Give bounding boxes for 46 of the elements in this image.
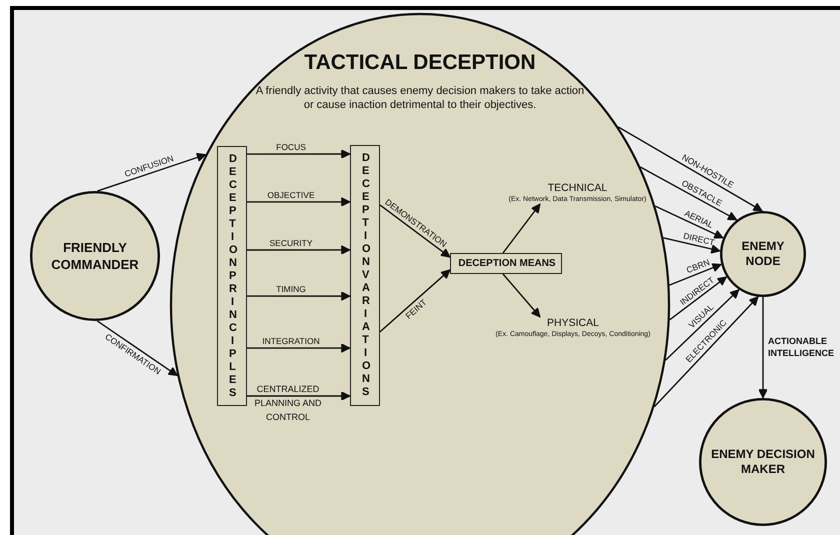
circle-node — [720, 211, 806, 297]
process-box — [450, 253, 562, 274]
arrow — [97, 152, 206, 192]
edge-label: TIMING — [276, 284, 306, 294]
vertical-label-box — [217, 146, 247, 406]
arrow — [502, 204, 541, 254]
arrow — [380, 204, 450, 258]
edge-label: SECURITY — [270, 238, 313, 248]
edge-label: FOCUS — [276, 142, 306, 152]
edge-label: DIRECT — [682, 230, 716, 248]
arrow — [247, 245, 350, 255]
node-label: FRIENDLY COMMANDER — [50, 239, 140, 273]
arrow — [663, 237, 721, 254]
category-label: TECHNICAL — [546, 182, 608, 194]
arrow — [640, 166, 738, 221]
arrow — [669, 263, 722, 286]
edge-label: INTEGRATION — [262, 336, 320, 346]
arrow — [665, 289, 740, 361]
edge-label: CBRN — [684, 257, 711, 276]
node-label: ENEMY NODE — [740, 239, 786, 269]
node-label: DECEPTION MEANS — [457, 258, 557, 270]
arrow — [758, 297, 768, 398]
node-label: ENEMY DECISION MAKER — [710, 447, 816, 477]
circle-node — [699, 398, 827, 526]
circle-node — [30, 191, 160, 321]
node-title: TACTICAL DECEPTION — [303, 51, 537, 75]
arrow — [96, 320, 178, 376]
arrow — [247, 343, 350, 353]
description: A friendly activity that causes enemy decision makers to take action or cause inaction detrimental to their objectives. — [254, 84, 586, 112]
vertical-label: DECEPTION VARIATIONS — [362, 152, 369, 399]
arrow — [669, 276, 727, 320]
arrow — [618, 126, 763, 212]
arrow — [654, 296, 759, 408]
vertical-label-box — [350, 145, 380, 406]
edge-label: ACTIONABLE INTELLIGENCE — [768, 335, 836, 359]
vertical-label: DECEPTION PRINCIPLES — [229, 153, 236, 400]
arrow — [247, 391, 350, 401]
edge-label: CENTRALIZED PLANNING AND CONTROL — [253, 383, 323, 424]
arrow — [502, 274, 541, 318]
category-label: PHYSICAL — [546, 317, 600, 329]
arrow — [247, 292, 350, 301]
arrow — [247, 197, 350, 207]
arrow — [654, 205, 724, 239]
arrow — [380, 269, 450, 332]
edge-label: OBJECTIVE — [268, 190, 315, 200]
arrow — [247, 149, 350, 159]
